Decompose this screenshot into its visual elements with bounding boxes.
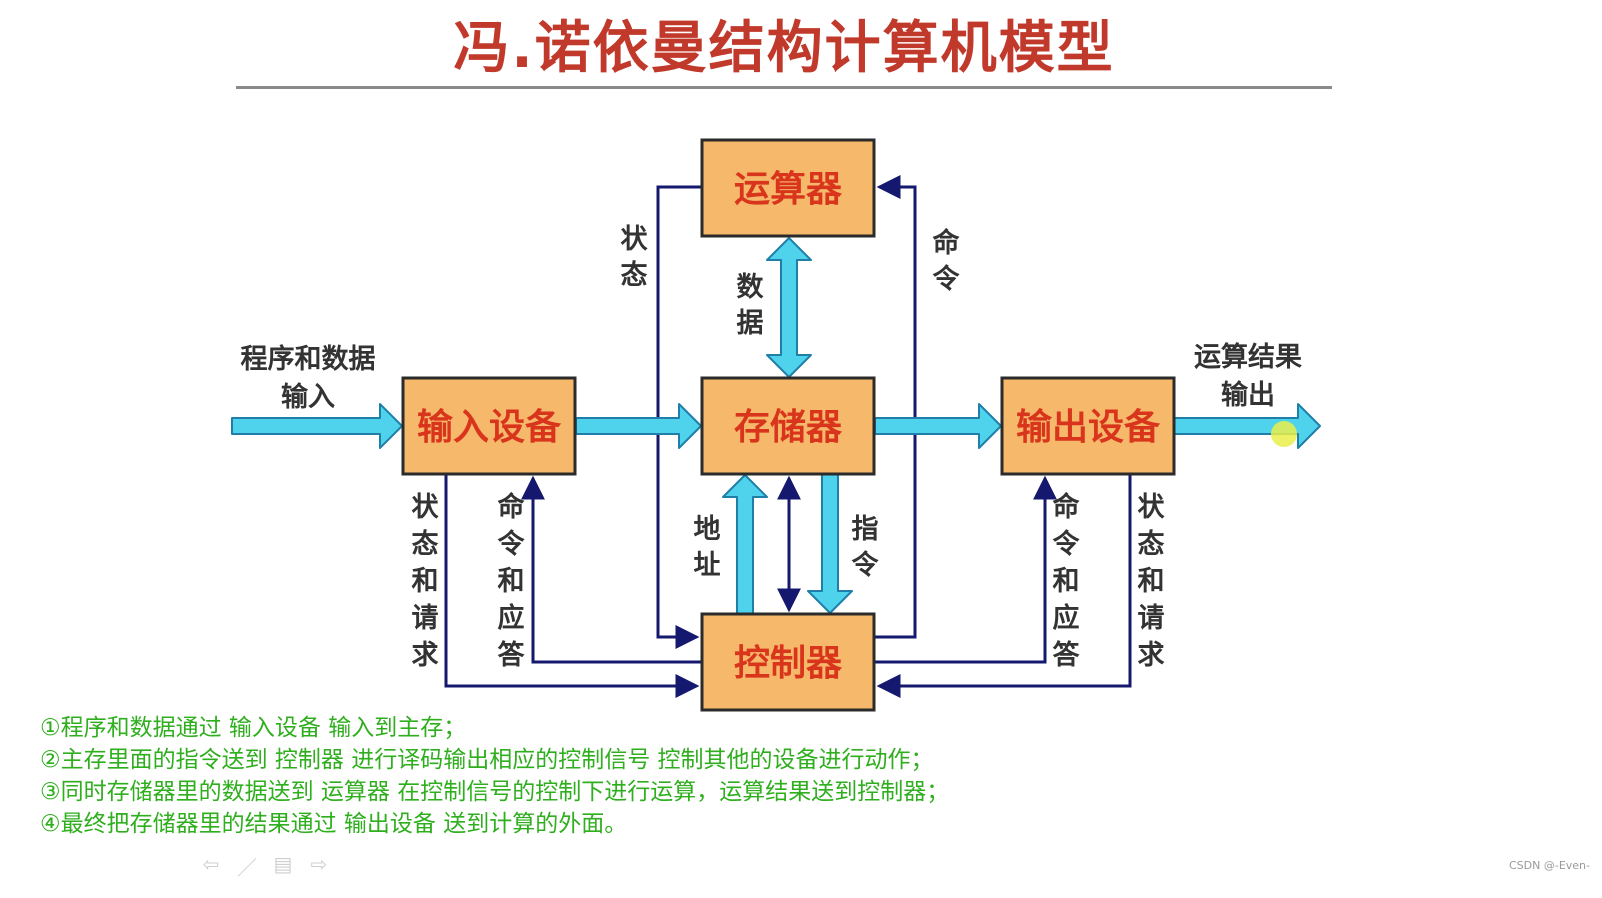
status-line-alu-to-control [656, 185, 701, 649]
input-to-memory-arrow [575, 403, 702, 449]
output-command-line [875, 475, 1057, 664]
command-line-control-to-alu [875, 175, 917, 639]
memory-label: 存储器 [734, 406, 843, 448]
program-data-input-arrow [231, 403, 403, 449]
output-result-label-1: 运算结果 [1194, 341, 1302, 373]
arrow-left-icon[interactable]: ⇦ [202, 852, 220, 876]
pen-icon[interactable]: ／ [237, 856, 257, 880]
memory-box: 存储器 [700, 376, 876, 476]
output-status-label: 状态和请求 [1138, 492, 1166, 671]
alu-box: 运算器 [700, 138, 876, 238]
note-line-2: ②主存里面的指令送到 控制器 进行译码输出相应的控制信号 控制其他的设备进行动作… [40, 747, 934, 773]
title-divider [236, 86, 1332, 89]
output-command-label: 命令和应答 [1053, 491, 1081, 671]
output-device-label: 输出设备 [1016, 406, 1161, 448]
input-command-line [521, 475, 701, 664]
menu-icon[interactable]: ▤ [273, 852, 293, 876]
input-command-label: 命令和应答 [498, 491, 526, 671]
input-source-label-2: 输入 [281, 381, 335, 413]
alu-status-label: 状态 [621, 224, 649, 291]
output-status-line [876, 474, 1132, 698]
input-source-label-1: 程序和数据 [241, 343, 376, 375]
data-label: 数据 [737, 272, 765, 339]
address-label: 地址 [694, 514, 721, 581]
input-device-box: 输入设备 [401, 376, 577, 476]
instruction-label: 指令 [852, 514, 880, 581]
cursor-highlight [1271, 421, 1297, 447]
memory-to-output-arrow [874, 403, 1002, 449]
address-arrow [722, 474, 768, 615]
output-device-box: 输出设备 [1000, 376, 1176, 476]
note-line-3: ③同时存储器里的数据送到 运算器 在控制信号的控制下进行运算，运算结果送到控制器… [40, 779, 950, 805]
input-device-label: 输入设备 [417, 406, 562, 448]
memory-alu-data-arrow [766, 237, 812, 378]
slide-toolbar: ⇦ ／ ▤ ⇨ [200, 852, 330, 880]
instruction-arrow [807, 473, 853, 614]
explanation-notes: ①程序和数据通过 输入设备 输入到主存； ②主存里面的指令送到 控制器 进行译码… [40, 712, 1100, 840]
control-label: 控制器 [734, 642, 843, 684]
control-box: 控制器 [700, 612, 876, 712]
result-output-arrow [1173, 403, 1321, 449]
watermark: CSDN @-Even- [1509, 859, 1590, 872]
note-line-1: ①程序和数据通过 输入设备 输入到主存； [40, 715, 467, 741]
page-title: 冯.诺依曼结构计算机模型 [453, 16, 1115, 81]
arrow-right-icon[interactable]: ⇨ [310, 852, 328, 876]
input-status-line [444, 474, 700, 698]
note-line-4: ④最终把存储器里的结果通过 输出设备 送到计算的外面。 [40, 811, 628, 837]
alu-label: 运算器 [734, 168, 843, 210]
input-status-label: 状态和请求 [412, 492, 440, 671]
alu-command-label: 命令 [933, 227, 961, 295]
output-result-label-2: 输出 [1221, 379, 1275, 411]
